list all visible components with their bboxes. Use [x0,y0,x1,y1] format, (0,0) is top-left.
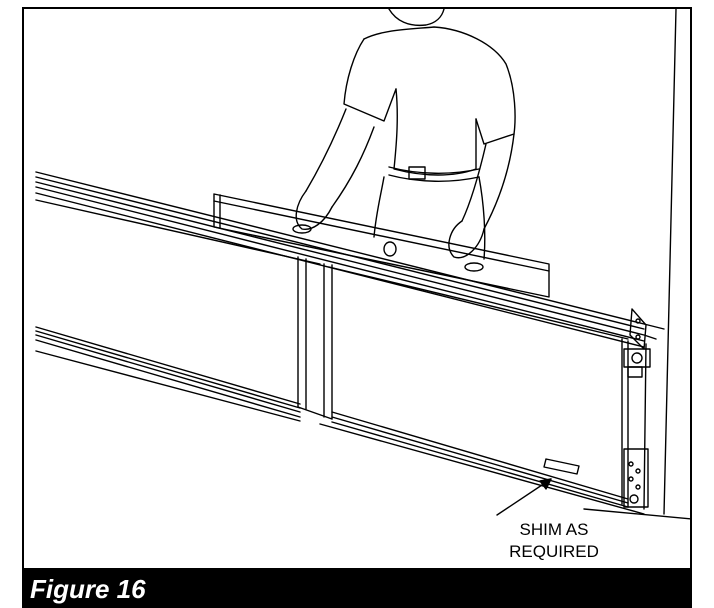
caption-bar: Figure 16 [22,570,692,608]
floor-line [583,508,690,520]
door-bottom-rail [35,326,645,515]
shim-icon [543,458,580,475]
wall-corner-line [663,9,677,515]
hinge-bracket-icon [623,308,651,378]
person-figure-icon [295,9,516,260]
line-drawing [35,9,690,520]
figure-caption: Figure 16 [30,574,146,604]
level-tool-icon [213,193,550,298]
callout-arrow-icon [496,478,552,516]
door-top-rail [35,171,665,348]
callout-line-1: SHIM AS [519,520,589,539]
callout-line-2: REQUIRED [509,542,599,561]
door-center-stile [297,256,333,420]
figure-illustration: SHIM AS REQUIRED [22,7,692,570]
door-end-stile [621,338,649,510]
